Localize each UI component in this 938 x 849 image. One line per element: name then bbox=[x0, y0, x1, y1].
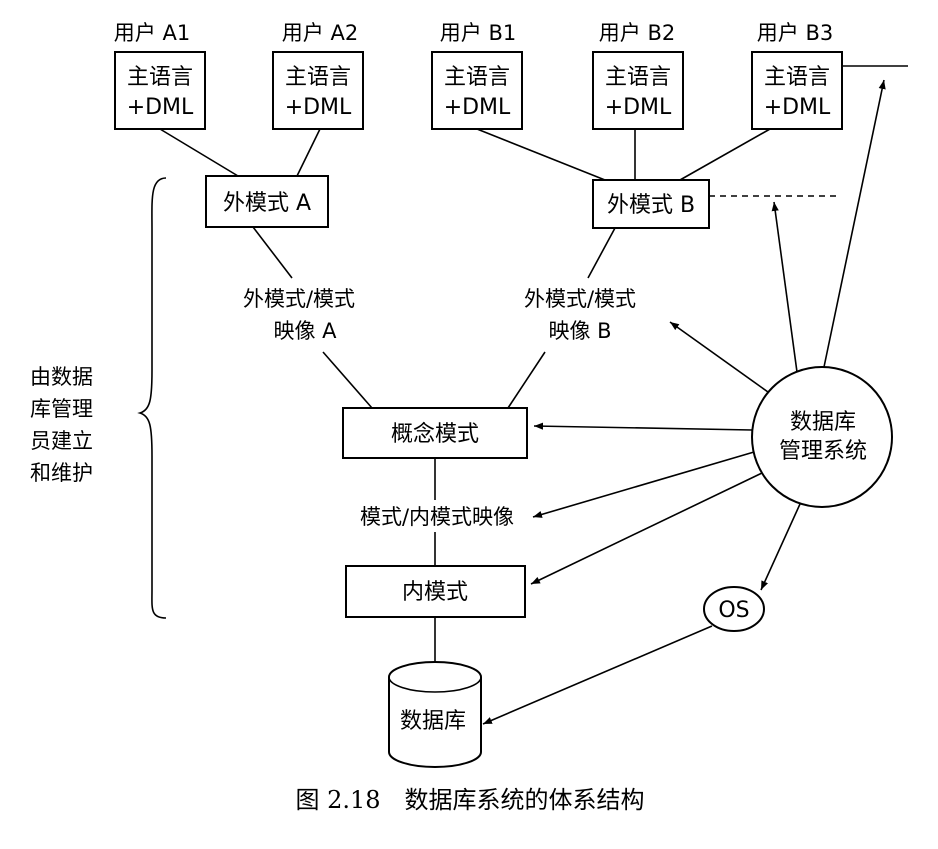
os-to-database-arrow bbox=[482, 625, 713, 725]
user-a2-program-line2: +DML bbox=[285, 95, 352, 120]
dbms-circle: 数据库 管理系统 bbox=[751, 366, 893, 508]
mapping-b-line2: 映像 B bbox=[548, 319, 611, 343]
dba-note-line1: 由数据 bbox=[30, 365, 93, 389]
mapping-a-line1: 外模式/模式 bbox=[243, 287, 355, 311]
dbms-to-internal-mapping-arrow bbox=[532, 451, 755, 518]
dbms-to-os-arrow bbox=[760, 503, 801, 591]
database-cylinder: 数据库 bbox=[388, 661, 482, 768]
database-label: 数据库 bbox=[400, 709, 466, 734]
dbms-to-external-b-arrow bbox=[771, 201, 798, 373]
mapping-b-to-conceptual-line bbox=[507, 351, 546, 409]
mapping-a-line2: 映像 A bbox=[273, 319, 337, 343]
b3-to-external-b-line bbox=[679, 128, 771, 181]
external-schema-b-label: 外模式 B bbox=[607, 193, 695, 218]
dbms-to-conceptual-arrow bbox=[533, 422, 753, 431]
user-b2-program-line1: 主语言 bbox=[605, 65, 671, 90]
external-b-to-mapping-line bbox=[587, 227, 616, 279]
user-a1-program-box: 主语言 +DML bbox=[114, 51, 206, 130]
b1-to-external-b-line bbox=[476, 128, 606, 181]
external-schema-a-label: 外模式 A bbox=[223, 191, 311, 216]
a2-to-external-a-line bbox=[296, 128, 321, 177]
conceptual-schema-box: 概念模式 bbox=[342, 407, 528, 459]
dbms-to-b3-arrow bbox=[823, 79, 886, 368]
user-a1-program-line1: 主语言 bbox=[127, 65, 193, 90]
mapping-a-to-conceptual-line bbox=[322, 351, 373, 409]
user-b3-program-line1: 主语言 bbox=[764, 65, 830, 90]
user-a1-program-line2: +DML bbox=[127, 95, 194, 120]
dba-note-line3: 员建立 bbox=[30, 429, 93, 453]
user-b2-label: 用户 B2 bbox=[599, 21, 675, 45]
external-schema-a-box: 外模式 A bbox=[205, 175, 329, 228]
dbms-to-internal-schema-arrow bbox=[530, 472, 763, 585]
os-ellipse: OS bbox=[703, 586, 765, 632]
dba-note-line4: 和维护 bbox=[30, 461, 93, 485]
user-b1-label: 用户 B1 bbox=[440, 21, 516, 45]
dbms-label-line2: 管理系统 bbox=[779, 439, 867, 464]
user-b3-program-line2: +DML bbox=[764, 95, 831, 120]
user-b1-program-line2: +DML bbox=[444, 95, 511, 120]
user-a2-label: 用户 A2 bbox=[282, 21, 358, 45]
user-b1-program-box: 主语言 +DML bbox=[431, 51, 523, 130]
user-b3-program-box: 主语言 +DML bbox=[751, 51, 843, 130]
mapping-b-line1: 外模式/模式 bbox=[524, 287, 636, 311]
dba-brace bbox=[137, 177, 167, 619]
user-b1-program-line1: 主语言 bbox=[444, 65, 510, 90]
user-b3-label: 用户 B3 bbox=[757, 21, 833, 45]
external-a-to-mapping-line bbox=[252, 226, 293, 279]
user-b2-program-box: 主语言 +DML bbox=[592, 51, 684, 130]
dbms-label-line1: 数据库 bbox=[790, 410, 856, 435]
figure-caption: 图 2.18 数据库系统的体系结构 bbox=[295, 786, 644, 814]
user-b2-program-line2: +DML bbox=[605, 95, 672, 120]
internal-schema-label: 内模式 bbox=[402, 580, 468, 605]
user-a2-program-box: 主语言 +DML bbox=[272, 51, 364, 130]
internal-mapping-label: 模式/内模式映像 bbox=[360, 505, 514, 529]
dbms-to-mapping-b-arrow bbox=[669, 321, 769, 393]
user-a2-program-line1: 主语言 bbox=[285, 65, 351, 90]
a1-to-external-a-line bbox=[159, 128, 239, 177]
user-a1-label: 用户 A1 bbox=[114, 21, 190, 45]
dba-note-line2: 库管理 bbox=[30, 397, 93, 421]
internal-schema-box: 内模式 bbox=[345, 565, 526, 618]
external-schema-b-box: 外模式 B bbox=[592, 179, 710, 229]
os-label: OS bbox=[718, 598, 749, 623]
conceptual-schema-label: 概念模式 bbox=[391, 422, 479, 447]
